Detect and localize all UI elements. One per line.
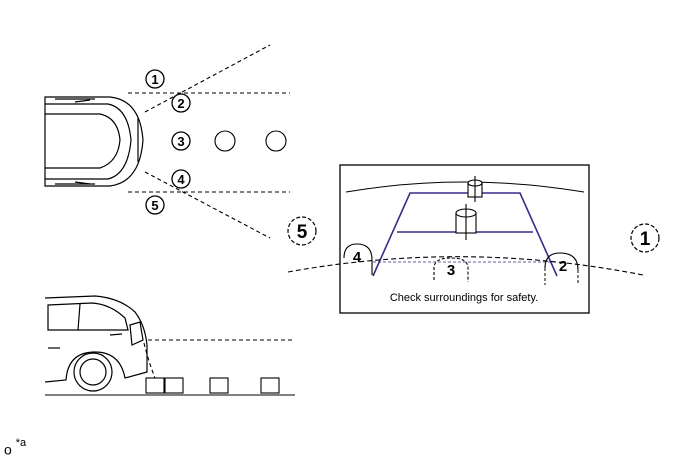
marker-top-4: 4 <box>171 169 191 189</box>
object-block-4 <box>260 377 280 394</box>
svg-text:3: 3 <box>177 134 184 149</box>
marker-screen-5: 5 <box>287 216 317 246</box>
cylinder-far <box>467 176 483 202</box>
detection-arc-screen <box>287 256 644 276</box>
figure-note: o *a <box>4 437 27 458</box>
safety-message: Check surroundings for safety. <box>390 292 538 304</box>
object-circle-2 <box>265 130 287 152</box>
svg-text:4: 4 <box>353 249 362 266</box>
svg-text:3: 3 <box>447 262 455 279</box>
object-block-3 <box>209 377 229 394</box>
cylinder-near <box>455 204 477 240</box>
note-ref: *a <box>15 437 27 449</box>
marker-top-3: 3 <box>171 131 191 151</box>
vehicle-side-view <box>44 295 148 392</box>
object-block-1 <box>145 377 165 394</box>
marker-top-5: 5 <box>145 195 165 215</box>
marker-screen-4: 4 <box>353 249 362 266</box>
svg-text:1: 1 <box>151 72 158 87</box>
detection-lines-top <box>128 44 290 239</box>
svg-text:2: 2 <box>559 258 567 275</box>
camera-screen: Check surroundings for safety. <box>339 164 590 314</box>
svg-text:1: 1 <box>640 229 651 250</box>
object-circle-1 <box>214 130 236 152</box>
marker-top-2: 2 <box>171 93 191 113</box>
svg-text:5: 5 <box>151 198 158 213</box>
svg-text:2: 2 <box>177 96 184 111</box>
marker-screen-3: 3 <box>447 262 455 279</box>
marker-screen-1: 1 <box>630 223 660 253</box>
marker-screen-2: 2 <box>559 258 567 275</box>
svg-text:5: 5 <box>297 222 308 243</box>
vehicle-top-view <box>44 96 144 187</box>
note-prefix: o <box>4 441 12 458</box>
object-block-2 <box>164 377 184 394</box>
marker-top-1: 1 <box>145 69 165 89</box>
svg-text:4: 4 <box>177 172 185 187</box>
guide-lines <box>372 192 558 277</box>
